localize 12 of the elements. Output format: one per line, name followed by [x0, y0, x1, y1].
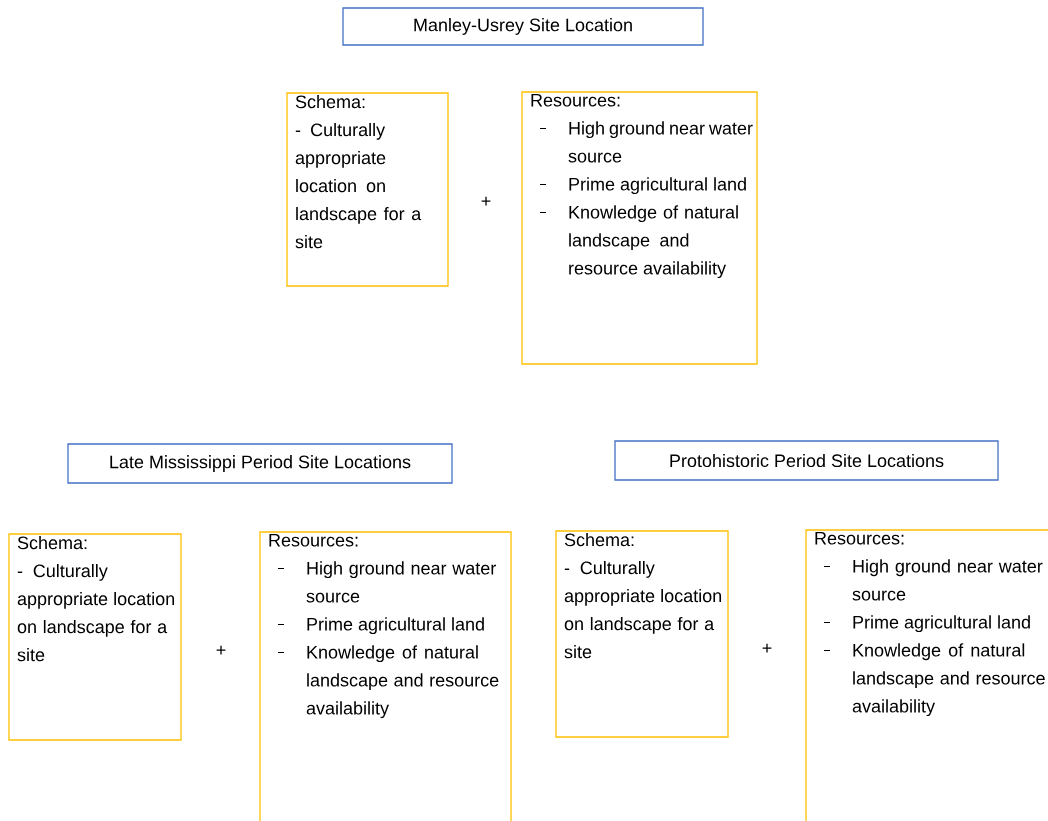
- plus-sign: +: [762, 643, 772, 653]
- text-box: Schema: - Culturally appropriate location on landscape for a site: [286, 92, 449, 287]
- title-box: Protohistoric Period Site Locations: [614, 440, 999, 481]
- title-box: Late Mississippi Period Site Locations: [67, 443, 453, 484]
- list-box: Resources: High ground near water source Prime agricultural land Knowledge of natural landscape and resource availability: [259, 531, 512, 821]
- text-box: Schema: - Culturally appropriate location on landscape for a site: [555, 530, 729, 738]
- plus-sign: +: [216, 645, 226, 655]
- list-box: Resources: High ground near water source Prime agricultural land Knowledge of natural landscape and resource availability: [805, 529, 1048, 821]
- list-box: Resources: High ground near water source Prime agricultural land Knowledge of natural landscape and resource availability: [521, 91, 758, 365]
- plus-sign: +: [481, 196, 491, 206]
- title-box: Manley-Usrey Site Location: [342, 7, 704, 46]
- text-box: Schema: - Culturally appropriate location on landscape for a site: [8, 533, 182, 741]
